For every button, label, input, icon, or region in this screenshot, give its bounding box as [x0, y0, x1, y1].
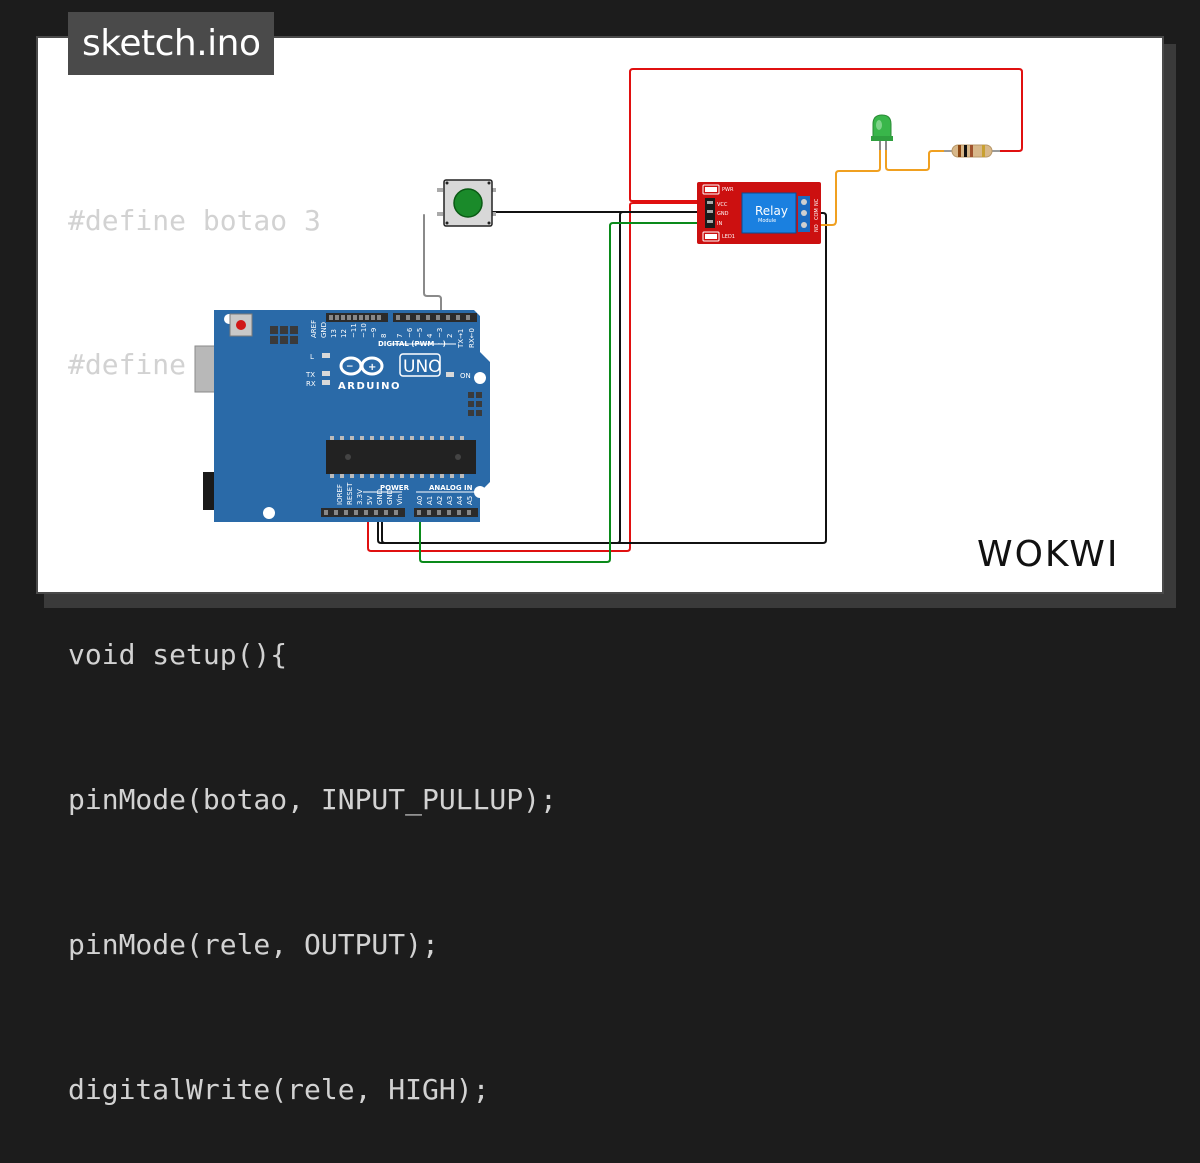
pin-label: 2	[446, 334, 454, 338]
pin-label: TX→1	[457, 329, 465, 349]
pin-label: 12	[340, 329, 348, 338]
pin-label: ~5	[416, 328, 424, 338]
arduino-wordmark: ARDUINO	[338, 381, 401, 392]
svg-text:−: −	[346, 362, 354, 372]
digital-header-right	[393, 313, 477, 322]
analog-header-label: ANALOG IN	[429, 484, 473, 492]
pin-label: ~11	[350, 323, 358, 338]
pin-label: ~3	[436, 328, 444, 338]
pin-label: A2	[436, 496, 444, 505]
pin-label: 8	[380, 334, 388, 338]
svg-text:+: +	[368, 362, 376, 373]
pin-label: A3	[446, 496, 454, 505]
led-label-l: L	[310, 353, 314, 361]
circuit-diagram: AREF GND 13 12 ~11 ~10 ~9 8 7 ~6 ~5 4 ~3…	[194, 68, 1023, 563]
relay-terminal-label: NC	[814, 198, 820, 206]
pin-label: GND	[320, 322, 328, 338]
power-header-label: POWER	[380, 484, 410, 492]
uno-badge	[399, 353, 441, 377]
wire-gray-button[interactable]	[423, 214, 442, 317]
wire-orange-resistor[interactable]	[885, 149, 949, 171]
relay-title: Relay	[755, 204, 788, 218]
wire-green-in[interactable]	[419, 222, 701, 563]
arduino-logo-icon	[339, 356, 384, 376]
relay-led-pwr-label: PWR	[722, 187, 734, 193]
pin-label: RX←0	[468, 328, 476, 348]
pin-label: A0	[416, 496, 424, 505]
relay-body	[741, 192, 797, 234]
relay-terminal-label: COM	[814, 208, 820, 220]
pin-label: IOREF	[336, 484, 344, 505]
pin-label: 7	[396, 334, 404, 338]
code-line: pinMode(botao, INPUT_PULLUP);	[68, 783, 557, 817]
relay-pin-label: GND	[717, 211, 729, 217]
pin-label: 5V	[366, 496, 374, 505]
pin-label: 3.3V	[356, 489, 364, 505]
relay-module[interactable]: PWR LED1 VCC GND IN Relay Module NO COM …	[697, 182, 821, 244]
wire-red-5v[interactable]	[367, 202, 701, 552]
led-label-on: ON	[460, 372, 471, 380]
wokwi-logo-text: WOKWI	[977, 534, 1119, 575]
relay-led1-label: LED1	[722, 234, 735, 240]
pin-label: ~9	[370, 328, 378, 338]
pin-label: A5	[466, 496, 474, 505]
led-label-rx: RX	[306, 380, 316, 388]
arduino-uno-board[interactable]: AREF GND 13 12 ~11 ~10 ~9 8 7 ~6 ~5 4 ~3…	[194, 310, 490, 522]
pin-label: 13	[330, 329, 338, 338]
code-line: void setup(){	[68, 638, 288, 672]
pin-label: GND	[376, 489, 384, 505]
wire-red-top[interactable]	[629, 68, 1023, 202]
relay-terminal-label: NO	[814, 224, 820, 232]
wokwi-logo[interactable]: WOKWI	[975, 528, 1155, 578]
green-led[interactable]	[871, 114, 893, 150]
file-tab[interactable]: sketch.ino	[68, 12, 275, 75]
analog-header	[414, 508, 478, 517]
pin-label: Vin	[396, 494, 404, 505]
code-line: #define botao 3	[68, 203, 321, 237]
pin-label: A4	[456, 495, 464, 505]
code-line: digitalWrite(rele, HIGH);	[68, 1072, 490, 1106]
power-header	[321, 508, 405, 517]
pin-label: 4	[426, 333, 434, 338]
relay-pin-label: VCC	[717, 202, 728, 208]
pin-label: RESET	[346, 482, 354, 505]
pin-label: ~10	[360, 323, 368, 338]
led-label-tx: TX	[305, 371, 315, 379]
uno-label: UNO	[403, 357, 442, 377]
relay-pin-label: IN	[717, 221, 722, 227]
pin-label: ~6	[406, 327, 414, 338]
pin-label: A1	[426, 496, 434, 505]
digital-header-label: DIGITAL (PWM ~)	[378, 340, 446, 348]
wire-orange-led[interactable]	[805, 149, 881, 226]
pin-label: GND	[386, 489, 394, 505]
relay-subtitle: Module	[758, 218, 776, 224]
button-cap[interactable]	[453, 188, 483, 218]
push-button[interactable]	[437, 179, 496, 227]
wire-black-com[interactable]	[381, 212, 827, 544]
resistor[interactable]	[944, 144, 1000, 158]
pin-label: AREF	[310, 320, 318, 338]
code-line: pinMode(rele, OUTPUT);	[68, 928, 439, 962]
